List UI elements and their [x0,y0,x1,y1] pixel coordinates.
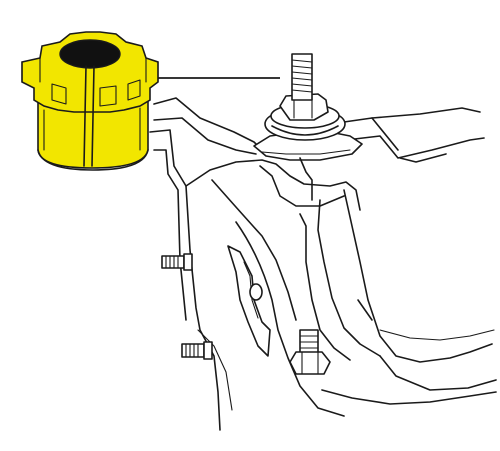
ball-joint [253,53,363,161]
bushing-slot [83,65,95,167]
alignment-bushing [21,31,159,171]
bushing-castellated-top [21,31,159,113]
stabilizer-link [299,157,313,201]
wheel-stud-upper [161,253,193,271]
lower-nut [289,351,331,375]
threaded-stud [291,53,313,101]
upper-control-arm [153,97,485,163]
bushing-bore [59,39,121,69]
wheel-stud-lower [181,341,213,360]
lower-bolt [289,329,331,375]
steering-knuckle [149,129,497,431]
